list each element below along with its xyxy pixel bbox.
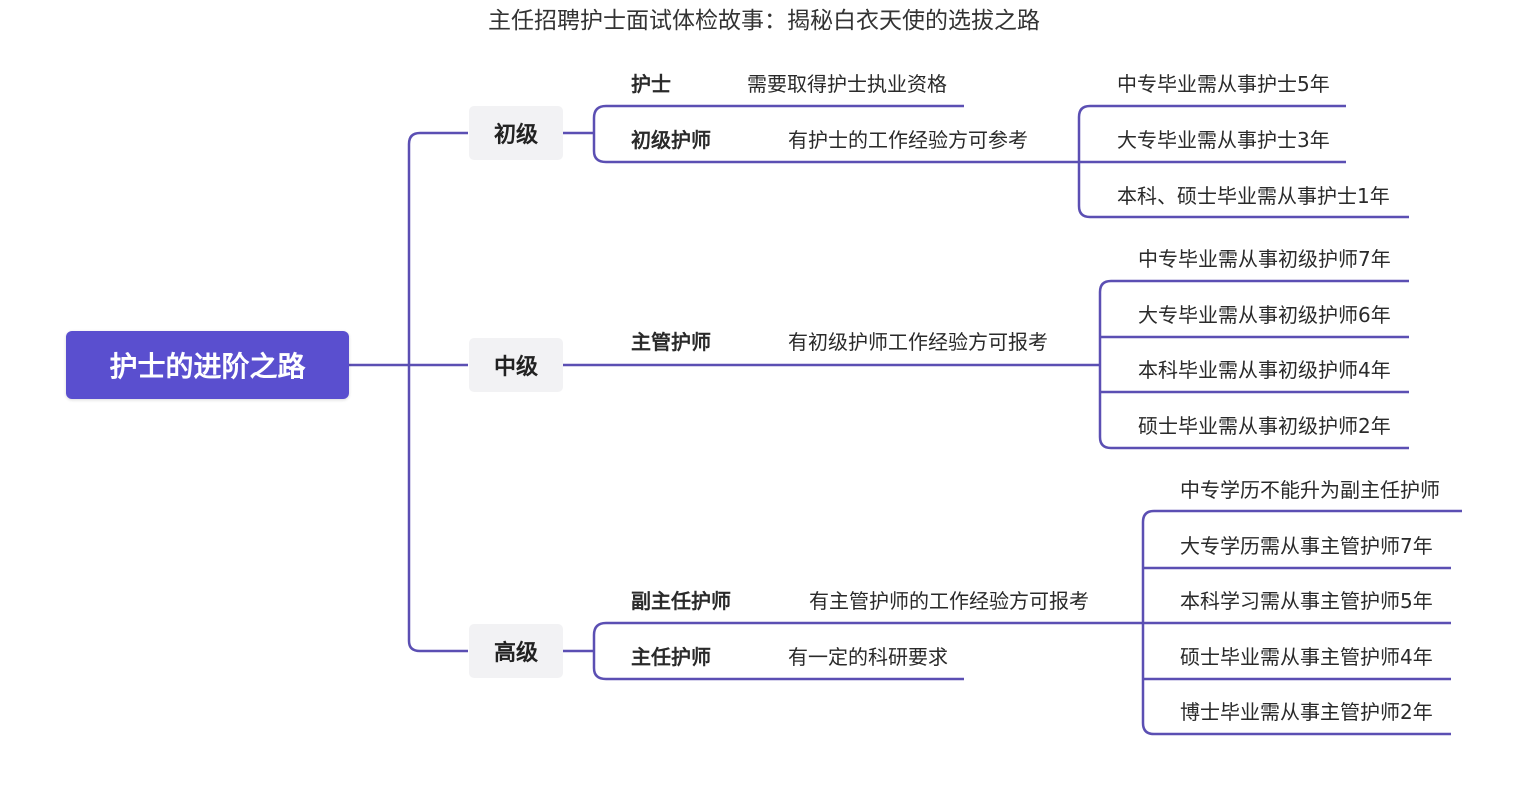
detail-item: 本科学习需从事主管护师5年	[1180, 589, 1433, 613]
mid-detail-bracket	[1098, 279, 1409, 450]
role-requirement: 有初级护师工作经验方可报考	[788, 330, 1048, 354]
role-name: 初级护师	[631, 128, 711, 152]
role-requirement: 有一定的科研要求	[788, 645, 948, 669]
page-title: 主任招聘护士面试体检故事：揭秘白衣天使的选拔之路	[488, 8, 1040, 34]
role-requirement: 需要取得护士执业资格	[747, 72, 947, 96]
detail-item: 硕士毕业需从事初级护师2年	[1138, 414, 1391, 438]
root-node: 护士的进阶之路	[66, 331, 349, 399]
detail-item: 大专学历需从事主管护师7年	[1180, 534, 1433, 558]
detail-item: 本科、硕士毕业需从事护士1年	[1117, 184, 1390, 208]
role-name: 主管护师	[631, 330, 711, 354]
senior-detail-bracket	[1141, 509, 1462, 736]
detail-item: 硕士毕业需从事主管护师4年	[1180, 645, 1433, 669]
detail-item: 中专毕业需从事初级护师7年	[1138, 247, 1391, 271]
detail-item: 本科毕业需从事初级护师4年	[1138, 358, 1391, 382]
level-node-senior: 高级	[469, 624, 563, 678]
role-name: 主任护师	[631, 645, 711, 669]
level-spine	[407, 131, 468, 653]
role-requirement: 有护士的工作经验方可参考	[788, 128, 1028, 152]
detail-item: 大专毕业需从事初级护师6年	[1138, 303, 1391, 327]
detail-item: 中专毕业需从事护士5年	[1117, 72, 1330, 96]
detail-item: 大专毕业需从事护士3年	[1117, 128, 1330, 152]
level-node-intermediate: 中级	[469, 338, 563, 392]
detail-item: 中专学历不能升为副主任护师	[1180, 478, 1440, 502]
role-name: 护士	[631, 72, 671, 96]
role-name: 副主任护师	[631, 589, 731, 613]
role-requirement: 有主管护师的工作经验方可报考	[809, 589, 1089, 613]
detail-item: 博士毕业需从事主管护师2年	[1180, 700, 1433, 724]
junior-bracket	[592, 104, 1078, 164]
senior-bracket	[592, 621, 1142, 681]
level-node-junior: 初级	[469, 106, 563, 160]
junior-detail-bracket	[1077, 104, 1409, 219]
